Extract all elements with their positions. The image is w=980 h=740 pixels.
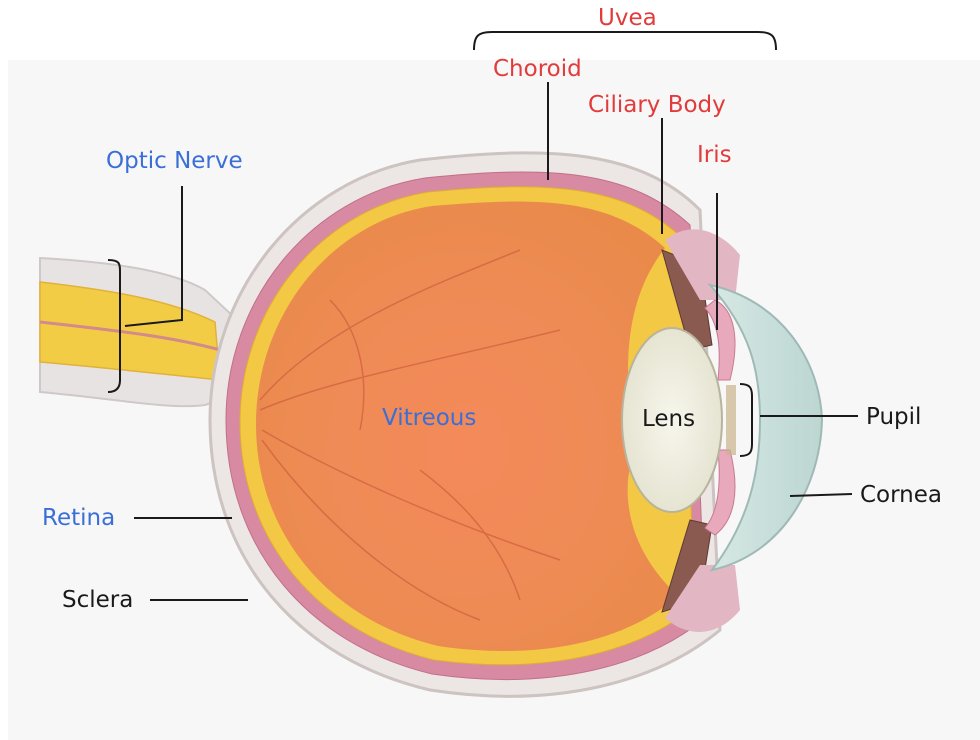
label-sclera: Sclera xyxy=(62,587,133,613)
label-retina: Retina xyxy=(42,505,115,531)
label-iris: Iris xyxy=(697,142,732,168)
label-optic-nerve: Optic Nerve xyxy=(106,148,243,174)
pupil-opening xyxy=(726,385,736,455)
label-lens: Lens xyxy=(642,406,695,432)
label-pupil: Pupil xyxy=(866,404,921,430)
label-cornea: Cornea xyxy=(860,482,942,508)
label-ciliary-body: Ciliary Body xyxy=(588,92,726,118)
label-choroid: Choroid xyxy=(493,56,582,82)
label-uvea: Uvea xyxy=(598,5,657,31)
label-vitreous: Vitreous xyxy=(382,405,476,431)
